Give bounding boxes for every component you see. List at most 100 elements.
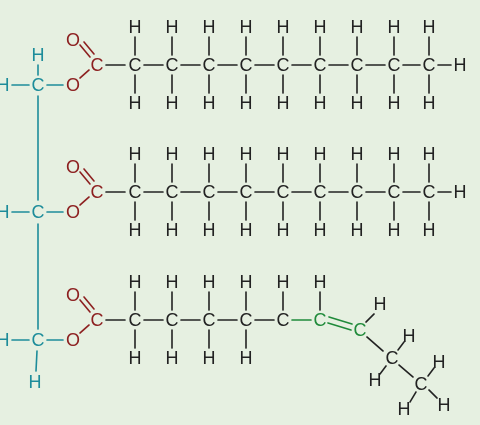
carbon-double-bond-b: [327, 322, 352, 331]
chain-hydrogen: H: [314, 17, 327, 37]
chain-hydrogen: H: [203, 17, 216, 37]
chain-hydrogen: H: [423, 220, 436, 240]
chain-hydrogen: H: [374, 294, 387, 314]
chain-hydrogen: H: [166, 348, 179, 368]
glycerol-carbon: C: [32, 330, 45, 350]
chain-carbon: C: [240, 310, 253, 330]
chain-hydrogen: H: [314, 272, 327, 292]
chain-hydrogen: H: [166, 93, 179, 113]
carbonyl-double-bond-b: [83, 41, 95, 55]
chain-hydrogen: H: [203, 93, 216, 113]
carbonyl-double-bond-a: [79, 299, 91, 313]
chain-carbon: C: [277, 55, 290, 75]
chain-hydrogen: H: [203, 144, 216, 164]
chain-carbon: C: [240, 55, 253, 75]
ester-oxygen: O: [66, 75, 80, 95]
chain-hydrogen: H: [240, 348, 253, 368]
ester-carbon: C: [91, 182, 104, 202]
glycerol-hydrogen: H: [29, 372, 42, 392]
chain-carbon: C: [388, 55, 401, 75]
chain-carbon: C: [277, 310, 290, 330]
chain-hydrogen: H: [351, 144, 364, 164]
chain-carbon: C: [203, 55, 216, 75]
chain-hydrogen: H: [314, 93, 327, 113]
carbonyl-oxygen: O: [66, 30, 80, 50]
glycerol-hydrogen: H: [0, 202, 10, 222]
chain-carbon: C: [415, 374, 428, 394]
chain-hydrogen: H: [314, 220, 327, 240]
chain-carbon: C: [203, 310, 216, 330]
carbon-double-bond-a: [328, 316, 353, 325]
chain-carbon: C: [351, 182, 364, 202]
chain-hydrogen: H: [438, 395, 451, 415]
terminal-hydrogen: H: [454, 55, 467, 75]
carbonyl-double-bond-a: [79, 171, 91, 185]
chain-hydrogen: H: [388, 144, 401, 164]
chain-carbon: C: [314, 55, 327, 75]
chain-hydrogen: H: [351, 93, 364, 113]
chain-carbon: C: [166, 182, 179, 202]
chain-carbon: C: [166, 310, 179, 330]
chain-hydrogen: H: [423, 17, 436, 37]
chain-bond: [397, 341, 405, 351]
chain-hydrogen: H: [388, 17, 401, 37]
carbonyl-oxygen: O: [66, 285, 80, 305]
glycerol-bond: [35, 350, 38, 372]
glycerol-hydrogen: H: [0, 75, 10, 95]
chain-hydrogen: H: [351, 17, 364, 37]
chain-hydrogen: H: [351, 220, 364, 240]
chain-bond: [409, 391, 417, 403]
chain-carbon: C: [277, 182, 290, 202]
chain-carbon: C: [388, 182, 401, 202]
chain-carbon: C: [203, 182, 216, 202]
chain-carbon: C: [423, 55, 436, 75]
chain-carbon: C: [129, 310, 142, 330]
chain-hydrogen: H: [166, 272, 179, 292]
ester-bond: [79, 324, 90, 334]
chain-hydrogen: H: [240, 144, 253, 164]
chain-carbon: C: [386, 348, 399, 368]
chain-hydrogen: H: [166, 17, 179, 37]
chain-hydrogen: H: [203, 220, 216, 240]
ester-oxygen: O: [66, 202, 80, 222]
ester-oxygen: O: [66, 330, 80, 350]
chain-hydrogen: H: [129, 17, 142, 37]
ester-carbon: C: [91, 310, 104, 330]
chain-bond: [366, 336, 384, 352]
chain-hydrogen: H: [166, 220, 179, 240]
carbonyl-double-bond-b: [83, 296, 95, 310]
chain-hydrogen: H: [423, 93, 436, 113]
chain-bond: [365, 313, 375, 323]
chain-hydrogen: H: [388, 220, 401, 240]
chain-hydrogen: H: [277, 144, 290, 164]
ester-bond: [79, 69, 90, 79]
chain-hydrogen: H: [166, 144, 179, 164]
double-bond-carbon: C: [354, 320, 367, 340]
chain-hydrogen: H: [369, 370, 382, 390]
chain-hydrogen: H: [240, 93, 253, 113]
chain-carbon: C: [240, 182, 253, 202]
chain-hydrogen: H: [277, 220, 290, 240]
chain-hydrogen: H: [388, 93, 401, 113]
chain-hydrogen: H: [129, 272, 142, 292]
chain-carbon: C: [129, 182, 142, 202]
glycerol-hydrogen: H: [32, 45, 45, 65]
chain-hydrogen: H: [203, 272, 216, 292]
chain-hydrogen: H: [314, 144, 327, 164]
chain-hydrogen: H: [433, 352, 446, 372]
chain-hydrogen: H: [129, 220, 142, 240]
chain-hydrogen: H: [277, 17, 290, 37]
chain-bond: [379, 365, 387, 375]
terminal-hydrogen: H: [454, 182, 467, 202]
chain-carbon: C: [166, 55, 179, 75]
chain-carbon: C: [423, 182, 436, 202]
chain-hydrogen: H: [129, 348, 142, 368]
chain-hydrogen: H: [277, 93, 290, 113]
carbonyl-oxygen: O: [66, 157, 80, 177]
chain-hydrogen: H: [240, 220, 253, 240]
glycerol-hydrogen: H: [0, 330, 10, 350]
chain-bond: [427, 367, 435, 377]
chain-carbon: C: [351, 55, 364, 75]
